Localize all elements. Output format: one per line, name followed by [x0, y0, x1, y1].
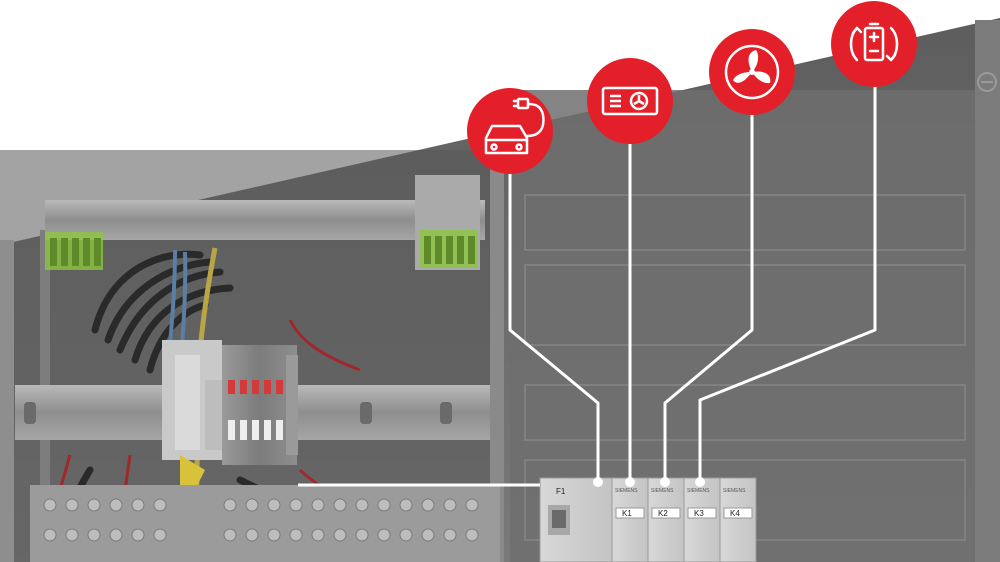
- relay-module-k2: SIEMENS K2: [647, 477, 685, 562]
- ventilation-fan-icon: [709, 29, 795, 115]
- module-brand: SIEMENS: [651, 488, 674, 494]
- connector-lines: [298, 80, 877, 487]
- panel-cutout-rows: [524, 194, 966, 541]
- module-label: K1: [622, 509, 632, 518]
- connector-dots: [593, 477, 705, 487]
- module-label: K4: [730, 509, 740, 518]
- breaker-label: F1: [556, 487, 566, 496]
- cabinet-frame-vertical: [490, 120, 504, 562]
- module-label: K2: [658, 509, 668, 518]
- top-mounting-rail: [45, 200, 485, 240]
- module-brand: SIEMENS: [723, 488, 746, 494]
- connector-line-k1: [508, 150, 600, 480]
- terminal-block-assembly: [162, 340, 298, 490]
- relay-module-k4: SIEMENS K4: [719, 477, 757, 562]
- relay-module-k1: SIEMENS K1: [611, 477, 649, 562]
- module-brand: SIEMENS: [687, 488, 710, 494]
- screw-terminals: [43, 498, 479, 542]
- cabinet-right-frame: [975, 20, 1000, 562]
- cabinet-lock-icon: [977, 72, 997, 92]
- relay-module-k3: SIEMENS K3: [683, 477, 721, 562]
- green-terminal-block-right: [415, 175, 480, 270]
- ev-charging-car-icon: [467, 88, 553, 174]
- module-label: K3: [694, 509, 704, 518]
- breaker-f1: F1: [539, 477, 613, 562]
- battery-storage-icon: [831, 1, 917, 87]
- module-brand: SIEMENS: [615, 488, 638, 494]
- heating-unit-icon: [587, 58, 673, 144]
- blue-cables: [168, 249, 188, 346]
- bottom-terminal-strip: [30, 485, 500, 562]
- green-terminal-block-left: [45, 232, 103, 270]
- connector-line-k3: [663, 110, 754, 480]
- rail-slots: [24, 402, 452, 424]
- cabinet-frame-left-edge: [0, 240, 14, 562]
- connector-line-k4: [698, 80, 877, 480]
